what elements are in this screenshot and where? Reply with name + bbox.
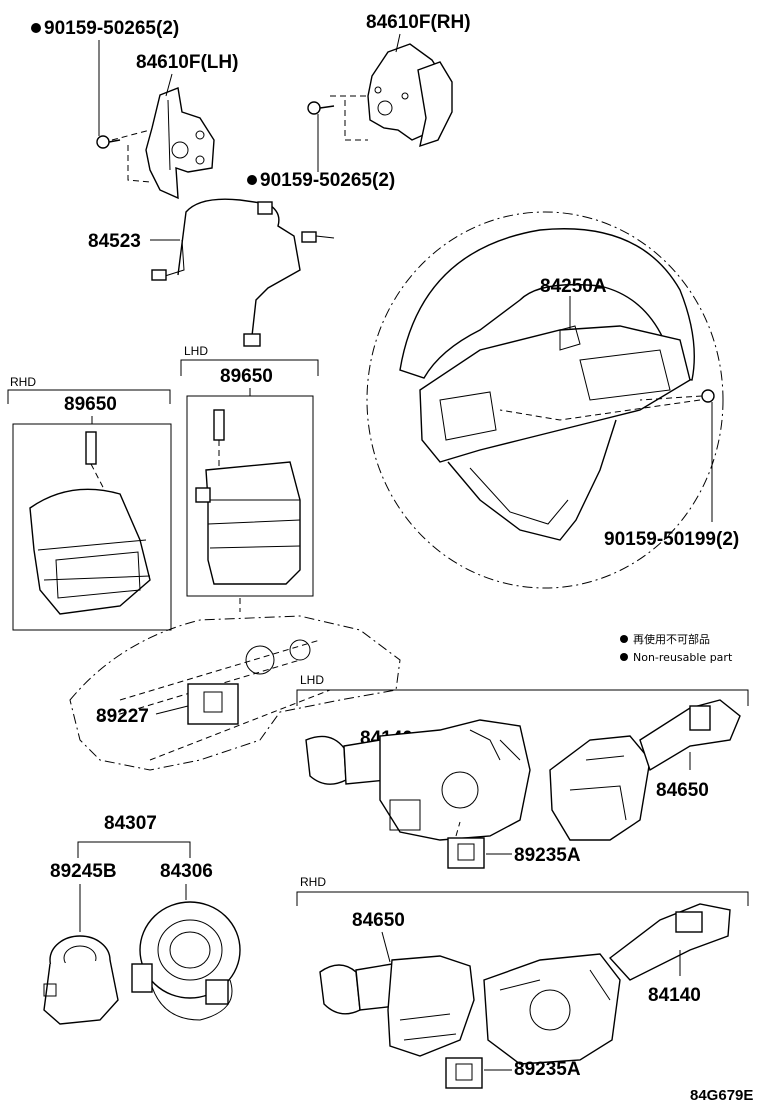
legend: 再使用不可部品 Non-reusable part [620, 632, 733, 664]
spiral-cable[interactable] [131, 901, 241, 1021]
tag-rhd-airbag: RHD [10, 375, 36, 389]
legend-jp: 再使用不可部品 [633, 632, 710, 646]
airbag-rhd[interactable] [29, 431, 151, 615]
paddle-shifter-lh[interactable] [111, 87, 215, 200]
steering-sensor-lhd[interactable] [447, 837, 485, 869]
label-bolt-lh: 90159-50265(2) [44, 18, 179, 39]
non-reusable-marker-lh [31, 23, 41, 33]
label-clock-spring: 84306 [160, 861, 213, 882]
label-airbag-lhd: 89650 [220, 366, 273, 387]
label-airbag-rhd: 89650 [64, 394, 117, 415]
label-lhd-sensor: 89235A [514, 845, 581, 866]
turn-signal-switch-lhd[interactable] [305, 719, 531, 841]
wire-harness[interactable] [151, 198, 335, 347]
wiper-switch-rhd[interactable] [319, 955, 475, 1057]
airbag-lhd-frame [186, 395, 314, 597]
label-steering-wheel: 84250A [540, 276, 607, 297]
clock-spring-cover[interactable] [43, 935, 119, 1025]
tag-lhd-airbag: LHD [184, 344, 208, 358]
legend-dot-en [620, 653, 628, 661]
label-rhd-sensor: 89235A [514, 1059, 581, 1080]
paddle-shifter-rh[interactable] [330, 43, 453, 148]
non-reusable-marker-rh [247, 175, 257, 185]
tag-rhd-switches: RHD [300, 875, 326, 889]
airbag-rhd-frame [12, 423, 172, 631]
label-wire-harness: 84523 [88, 231, 141, 252]
bolt-lh[interactable] [96, 40, 121, 149]
airbag-lhd[interactable] [195, 409, 301, 585]
bolt-rh[interactable] [307, 101, 335, 172]
label-wheel-bolt: 90159-50199(2) [604, 529, 739, 550]
label-rhd-switch-left: 84650 [352, 910, 405, 931]
label-sensor: 89227 [96, 706, 149, 727]
legend-en: Non-reusable part [633, 651, 733, 664]
legend-dot-jp [620, 635, 628, 643]
label-paddle-lh: 84610F(LH) [136, 52, 238, 73]
figure-code: 84G679E [690, 1087, 753, 1104]
sensor-89227[interactable] [187, 683, 239, 725]
wiper-switch-lhd[interactable] [549, 699, 741, 841]
label-clock-assy: 84307 [104, 813, 157, 834]
wheel-bolt[interactable] [639, 389, 715, 522]
label-bolt-rh: 90159-50265(2) [260, 170, 395, 191]
label-rhd-switch-right: 84140 [648, 985, 701, 1006]
steering-sensor-rhd[interactable] [445, 1057, 483, 1089]
label-paddle-rh: 84610F(RH) [366, 12, 471, 33]
label-lhd-switch-right: 84650 [656, 780, 709, 801]
tag-lhd-switches: LHD [300, 673, 324, 687]
label-clock-cover: 89245B [50, 861, 117, 882]
turn-signal-switch-rhd[interactable] [483, 903, 731, 1065]
